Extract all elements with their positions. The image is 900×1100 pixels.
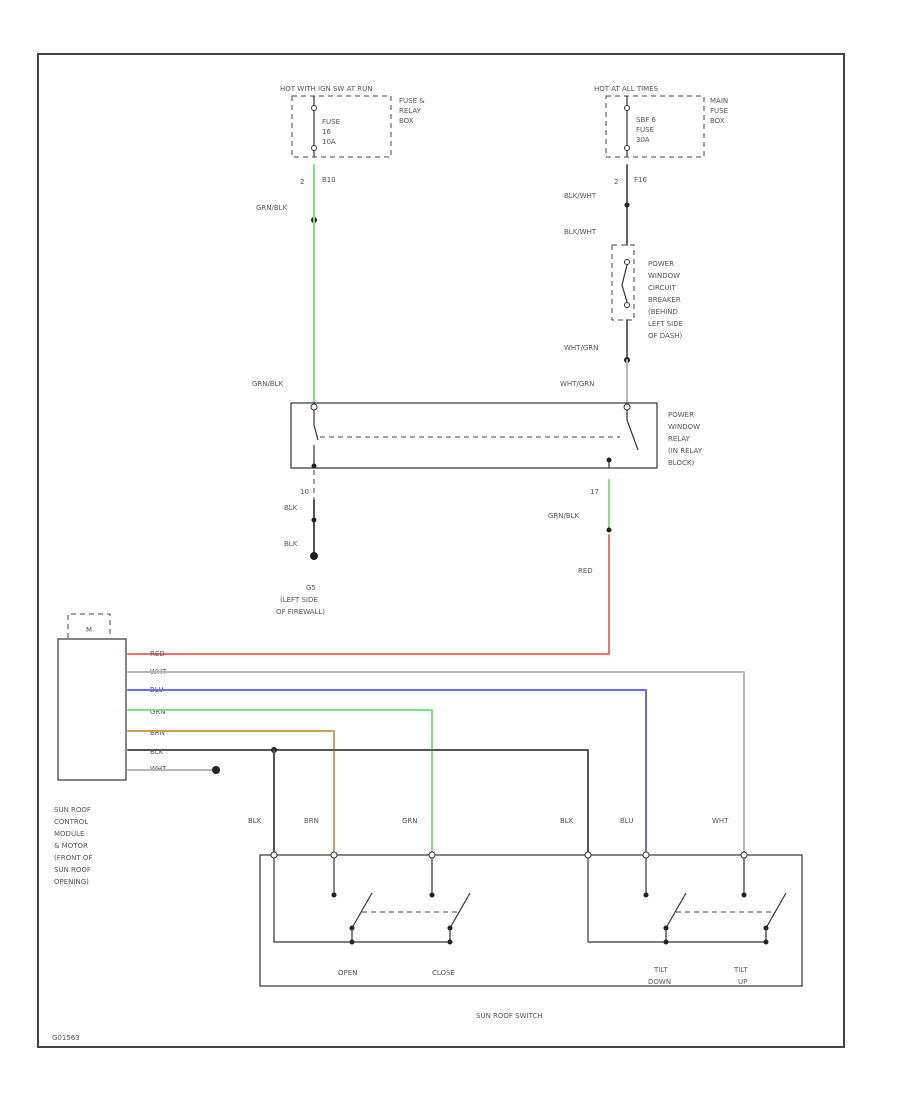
main-fuse-box-label-2: FUSE <box>710 107 728 115</box>
wire-blu <box>127 689 647 853</box>
module-label-7: OPENING) <box>54 878 89 886</box>
switch-wire-label-grn: GRN <box>402 817 418 825</box>
module-wire-label-1: RED <box>150 650 165 658</box>
pin-2-right: 2 <box>614 178 618 186</box>
cb-label-7: OF DASH) <box>648 332 683 340</box>
main-fuse-box-label-1: MAIN <box>710 97 728 105</box>
module-label-4: & MOTOR <box>54 842 88 850</box>
cb-label-6: LEFT SIDE <box>648 320 683 328</box>
ground-label-1: G5 <box>306 584 316 592</box>
main-fuse-box-label-3: BOX <box>710 117 725 125</box>
module-label-3: MODULE <box>54 830 84 838</box>
fuse-relay-box-label-1: FUSE & <box>399 97 425 105</box>
cb-label-5: (BEHIND <box>648 308 678 316</box>
module-label-1: SUN ROOF <box>54 806 91 814</box>
wire-label-grn-blk-c: GRN/BLK <box>548 512 580 520</box>
pin-2-left: 2 <box>300 178 304 186</box>
hot-label-left: HOT WITH IGN SW AT RUN <box>280 85 373 93</box>
wire-brn <box>127 730 335 853</box>
fuse-16-label-3: 10A <box>322 138 336 146</box>
ground-g5-symbol <box>310 552 318 560</box>
switch-label-open: OPEN <box>338 969 357 977</box>
fuse-16-label-1: FUSE <box>322 118 340 126</box>
switch-title: SUN ROOF SWITCH <box>476 1012 543 1020</box>
ground-label-2: (LEFT SIDE <box>280 596 318 604</box>
switch-label-tilt-up-1: TILT <box>733 966 748 974</box>
switch-wire-label-brn: BRN <box>304 817 319 825</box>
power-window-relay: GRN/BLK POWER WINDOW RELAY (IN RELAY BLO… <box>252 380 703 469</box>
switch-label-tilt-up-2: UP <box>738 978 747 986</box>
cb-label-2: WINDOW <box>648 272 680 280</box>
wire-grn <box>127 709 433 853</box>
module-ground-symbol <box>212 766 220 774</box>
main-fuse-label-3: 30A <box>636 136 650 144</box>
fuse-relay-box-label-2: RELAY <box>399 107 422 115</box>
hot-label-right: HOT AT ALL TIMES <box>594 85 659 93</box>
pin-17: 17 <box>590 488 599 496</box>
wire-label-wht-grn-a: WHT/GRN <box>564 344 598 352</box>
switch-wire-label-blk-a: BLK <box>248 817 262 825</box>
pin-10: 10 <box>300 488 309 496</box>
wire-blk-module <box>127 749 589 853</box>
power-window-circuit-breaker: POWER WINDOW CIRCUIT BREAKER (BEHIND LEF… <box>611 244 683 340</box>
fuse-16-label-2: 16 <box>322 128 331 136</box>
module-wire-label-6: BLK <box>150 748 164 756</box>
main-fuse-label-2: FUSE <box>636 126 654 134</box>
cb-label-1: POWER <box>648 260 674 268</box>
motor-symbol-label: M <box>86 626 92 634</box>
wire-label-red: RED <box>578 567 593 575</box>
module-label-6: SUN ROOF <box>54 866 91 874</box>
wire-wht-tilt-up <box>127 671 745 853</box>
module-wire-label-5: BRN <box>150 729 165 737</box>
relay-label-1: POWER <box>668 411 694 419</box>
cb-label-3: CIRCUIT <box>648 284 677 292</box>
sunroof-switch: OPEN CLOSE TILT DOWN TILT UP <box>259 851 803 987</box>
main-fuse-label-1: SBF 6 <box>636 116 656 124</box>
fuse-relay-box: HOT WITH IGN SW AT RUN FUSE 16 10A FUSE … <box>280 85 425 158</box>
switch-label-tilt-down-2: DOWN <box>648 978 671 986</box>
wire-label-blk-b: BLK <box>284 540 298 548</box>
diagram-frame <box>37 53 845 1048</box>
pin-f16: F16 <box>634 176 647 184</box>
wire-label-blk-a: BLK <box>284 504 298 512</box>
ground-label-3: OF FIREWALL) <box>276 608 325 616</box>
switch-wire-label-blu: BLU <box>620 817 633 825</box>
module-label-5: (FRONT OF <box>54 854 92 862</box>
sunroof-control-module: M RED WHT BLU GRN BRN BLK WHT SUN ROOF C… <box>54 613 167 886</box>
wire-red <box>127 534 610 655</box>
pin-b10: B10 <box>322 176 336 184</box>
wire-label-blk-wht-b: BLK/WHT <box>564 228 597 236</box>
module-label-2: CONTROL <box>54 818 88 826</box>
wire-label-blk-wht-a: BLK/WHT <box>564 192 597 200</box>
wire-label-grn-blk-b: GRN/BLK <box>252 380 284 388</box>
switch-label-close: CLOSE <box>432 969 455 977</box>
relay-label-5: BLOCK) <box>668 459 694 467</box>
main-fuse-box: HOT AT ALL TIMES SBF 6 FUSE 30A MAIN FUS… <box>594 85 728 158</box>
relay-label-3: RELAY <box>668 435 691 443</box>
switch-wire-label-blk-b: BLK <box>560 817 574 825</box>
switch-label-tilt-down-1: TILT <box>653 966 668 974</box>
module-wire-label-4: GRN <box>150 708 166 716</box>
wire-label-grn-blk-a: GRN/BLK <box>256 204 288 212</box>
cb-label-4: BREAKER <box>648 296 681 304</box>
fuse-relay-box-label-3: BOX <box>399 117 414 125</box>
footer-code: G01563 <box>52 1034 80 1042</box>
switch-wire-label-wht: WHT <box>712 817 729 825</box>
relay-label-2: WINDOW <box>668 423 700 431</box>
relay-label-4: (IN RELAY <box>668 447 703 455</box>
wire-label-wht-grn-b: WHT/GRN <box>560 380 594 388</box>
